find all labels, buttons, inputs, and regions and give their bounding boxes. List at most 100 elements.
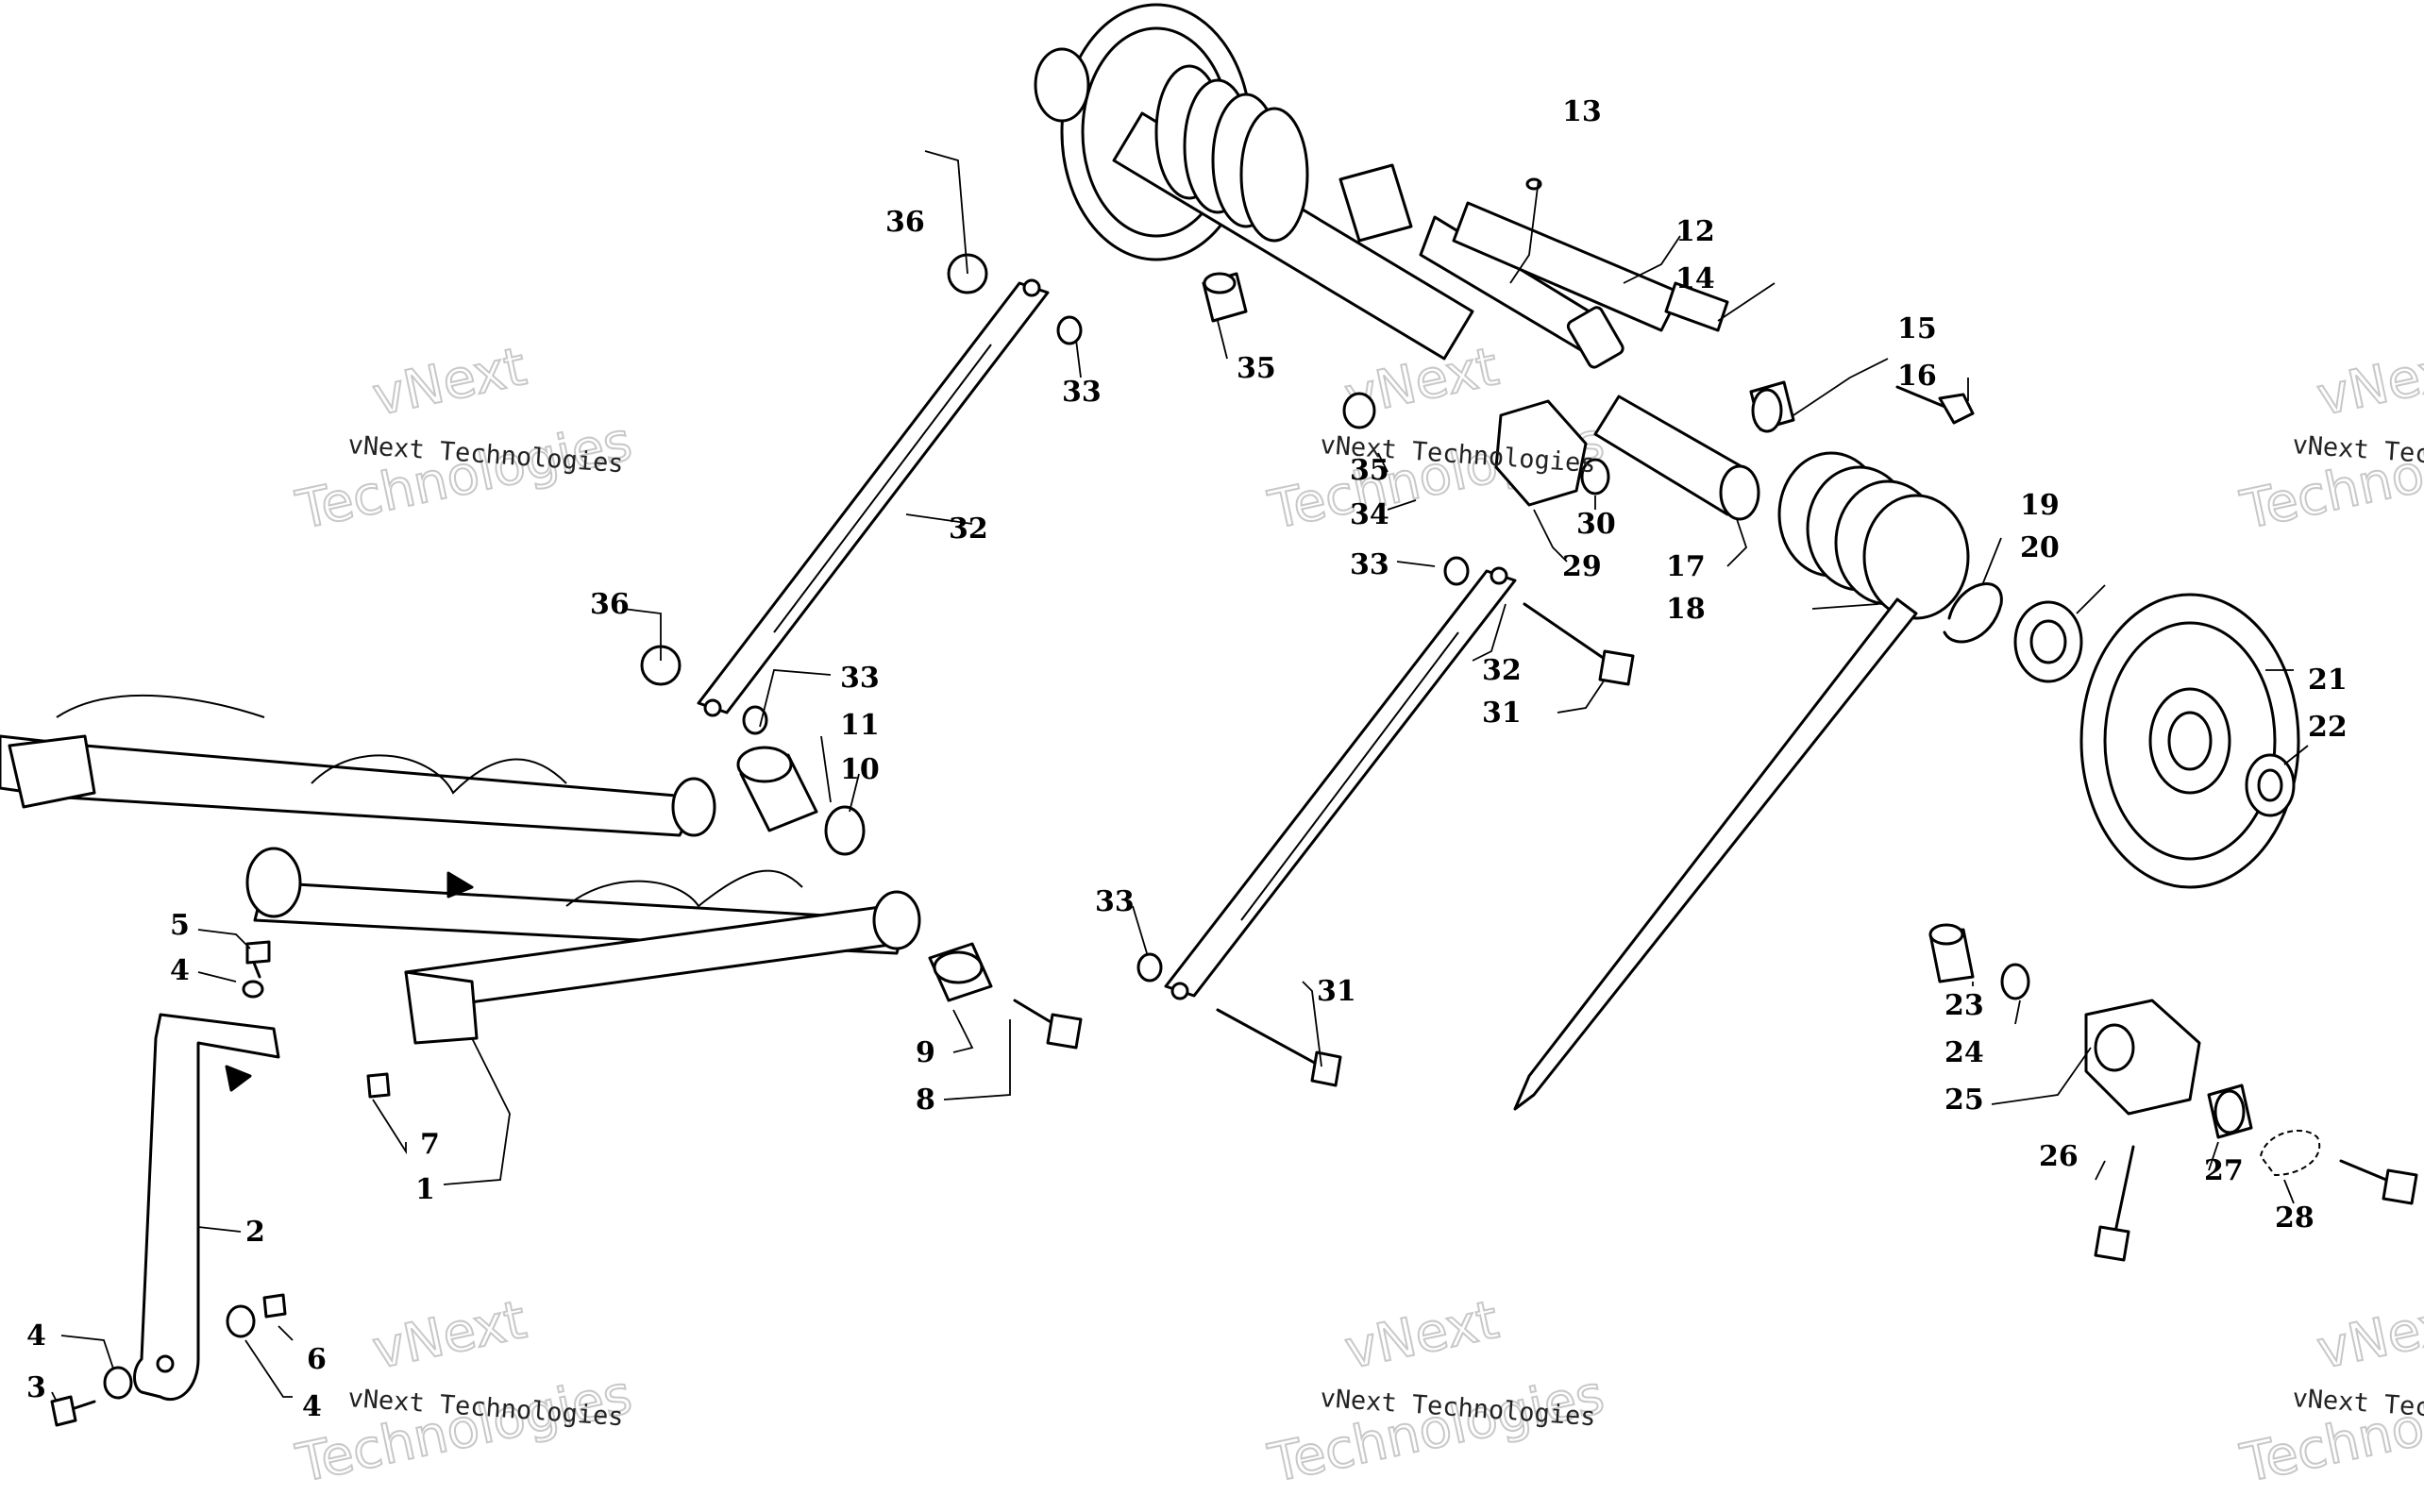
bushing-35-right (1342, 392, 1376, 429)
coil-4 (1239, 107, 1309, 243)
leader-17 (1726, 518, 1748, 567)
bushing-9-end (933, 950, 984, 984)
callout-6: 6 (307, 1343, 327, 1376)
callout-33-top: 33 (1062, 376, 1102, 409)
callout-4-left: 4 (26, 1319, 46, 1352)
leader-5 (197, 929, 251, 949)
bushing-23 (1928, 923, 1975, 983)
bolt-31-lower-shank (1216, 1008, 1323, 1068)
leader-33-bottom (1132, 905, 1148, 954)
leader-19 (1981, 537, 2002, 586)
nut-6 (262, 1293, 287, 1319)
bolt-26-head (2094, 1225, 2130, 1262)
callout-31-lower: 31 (1317, 975, 1356, 1008)
bushing-35-right-body (1342, 392, 1376, 429)
callout-11: 11 (840, 709, 880, 742)
callout-7: 7 (420, 1128, 440, 1161)
bolt-26-shank (2113, 1145, 2135, 1238)
washer-33-top (1056, 315, 1083, 345)
washer-33-right-top (1443, 556, 1470, 586)
spacer-22-inner (2257, 768, 2283, 802)
bracket-2 (133, 1013, 280, 1401)
shock-reservoir (1452, 201, 1682, 332)
leader-24 (2014, 1000, 2021, 1025)
leader-1 (443, 1037, 511, 1185)
bolt-16 (1895, 385, 1975, 425)
frame-lower-bracket (404, 970, 479, 1045)
leader-36-bottom (622, 608, 662, 661)
callout-16: 16 (1897, 360, 1937, 393)
leader-2 (197, 1226, 242, 1233)
torsion-spring-18 (1513, 451, 1970, 1111)
pivot-block-29-body (1494, 399, 1588, 507)
callout-29: 29 (1562, 550, 1602, 583)
bushing-27 (2207, 1084, 2253, 1139)
callout-13: 13 (1562, 95, 1602, 128)
bushing-11 (736, 746, 818, 832)
leader-6 (278, 1325, 294, 1341)
callout-35-right: 35 (1350, 454, 1389, 487)
watermark-large-5a: vNext (1339, 1289, 1504, 1382)
bolt-3-head (50, 1395, 77, 1427)
leader-33-right (1396, 561, 1436, 567)
leader-29 (1533, 509, 1568, 563)
pivot-block-25 (2084, 999, 2201, 1116)
callout-14: 14 (1675, 262, 1715, 295)
leader-25 (1991, 1047, 2092, 1105)
leader-20 (2076, 584, 2106, 614)
linkage-arm-32-right-body (1164, 569, 1517, 998)
leader-33-top (1075, 339, 1082, 378)
callout-33-left: 33 (840, 662, 880, 695)
callout-33-bottom: 33 (1095, 885, 1135, 918)
leader-7 (372, 1099, 407, 1155)
callout-12: 12 (1675, 215, 1715, 248)
leader-31-lower (1302, 981, 1322, 1067)
callout-28: 28 (2275, 1201, 2315, 1235)
linkage-arm-32-left-body (697, 281, 1050, 714)
washer-33-right-bottom (1136, 952, 1163, 983)
callout-20: 20 (2020, 531, 2060, 564)
leader-4-left (60, 1335, 114, 1369)
bushing-15-end (1751, 388, 1783, 433)
frame-pivot-top-right (671, 777, 716, 837)
shock-rod-end (1664, 281, 1729, 332)
bolt-5-head (245, 940, 271, 965)
callout-26: 26 (2039, 1140, 2079, 1173)
front-arm-frame-1 (0, 694, 921, 1045)
leader-33-left (759, 669, 832, 728)
bushing-35-top (1202, 272, 1248, 323)
washer-33-left (742, 705, 768, 735)
linkage-arm-32-left-bottom-hole (703, 698, 722, 717)
callout-21: 21 (2308, 664, 2348, 697)
clip-30 (1580, 458, 1610, 496)
leader-11 (820, 735, 832, 803)
linkage-arm-32-right-top-hole (1490, 566, 1508, 585)
bolt-31-lower (1216, 1008, 1342, 1087)
leader-3 (51, 1391, 58, 1403)
washer-24 (2000, 963, 2030, 1000)
shock-absorber-assembly (1034, 3, 1729, 369)
frame-upper-brace (311, 754, 567, 795)
frame-lower-brace (565, 869, 803, 908)
callout-31-upper: 31 (1482, 697, 1522, 730)
callout-9: 9 (916, 1036, 935, 1069)
linkage-arm-32-right (1164, 566, 1517, 1000)
leader-26 (2095, 1160, 2106, 1181)
callout-3: 3 (26, 1371, 46, 1404)
callout-5: 5 (170, 909, 190, 942)
frame-front-tab (8, 734, 96, 809)
bolt-31-upper-head (1598, 649, 1635, 686)
leader-13 (1509, 178, 1540, 284)
bolt-28 (2339, 1159, 2418, 1205)
torsion-coil-4 (1862, 494, 1970, 620)
leader-35-top (1217, 320, 1228, 360)
shock-coil-spring (1154, 64, 1309, 243)
callout-4-right: 4 (302, 1390, 322, 1423)
leader-27 (2208, 1141, 2219, 1171)
callout-32-right: 32 (1482, 654, 1522, 687)
pivot-block-bore (2094, 1023, 2135, 1072)
leader-lines (51, 150, 2309, 1403)
leader-4-top (197, 971, 237, 983)
callout-19: 19 (2020, 489, 2060, 522)
